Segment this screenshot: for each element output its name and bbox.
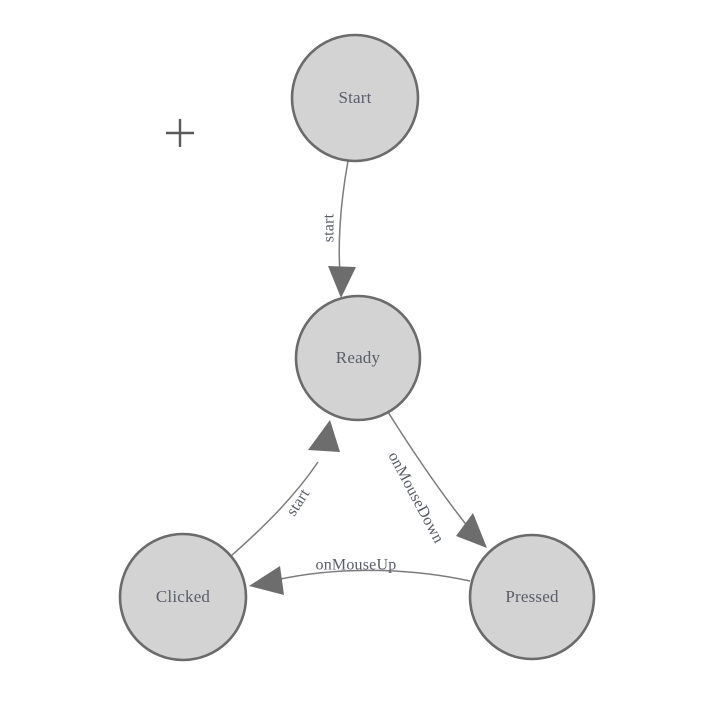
- node-start-circle[interactable]: [290, 33, 420, 163]
- node-layer: Start Ready Clicked Pressed: [118, 33, 596, 662]
- edge-label-clicked-to-ready: start: [283, 486, 313, 519]
- node-ready[interactable]: Ready: [294, 294, 422, 422]
- edge-pressed-to-clicked[interactable]: [249, 566, 471, 595]
- edge-clicked-to-ready[interactable]: [230, 420, 340, 557]
- edge-clicked-to-ready-path: [230, 461, 319, 557]
- node-clicked-label: Clicked: [156, 587, 211, 606]
- edge-label-pressed-to-clicked: onMouseUp: [316, 557, 397, 574]
- edge-clicked-to-ready-arrowhead: [308, 420, 340, 452]
- node-start[interactable]: Start: [290, 33, 420, 163]
- edge-pressed-to-clicked-arrowhead: [249, 566, 284, 595]
- edge-label-start-to-ready: start: [321, 213, 338, 242]
- edge-ready-to-pressed-arrowhead: [456, 513, 487, 548]
- edge-start-to-ready-path: [338, 160, 349, 285]
- edge-start-to-ready[interactable]: [328, 160, 356, 298]
- plus-marker-icon[interactable]: [166, 119, 194, 147]
- node-clicked-circle[interactable]: [118, 532, 248, 662]
- node-start-label: Start: [338, 88, 371, 107]
- edge-start-to-ready-arrowhead: [328, 266, 356, 298]
- edge-ready-to-pressed[interactable]: [387, 411, 487, 548]
- node-pressed-circle[interactable]: [468, 533, 596, 661]
- edge-pressed-to-clicked-path: [275, 569, 471, 582]
- node-clicked[interactable]: Clicked: [118, 532, 248, 662]
- node-ready-circle[interactable]: [294, 294, 422, 422]
- node-pressed[interactable]: Pressed: [468, 533, 596, 661]
- edge-layer: [230, 160, 487, 595]
- node-ready-label: Ready: [336, 348, 381, 367]
- node-pressed-label: Pressed: [505, 587, 559, 606]
- edge-label-ready-to-pressed: onMouseDown: [385, 449, 447, 546]
